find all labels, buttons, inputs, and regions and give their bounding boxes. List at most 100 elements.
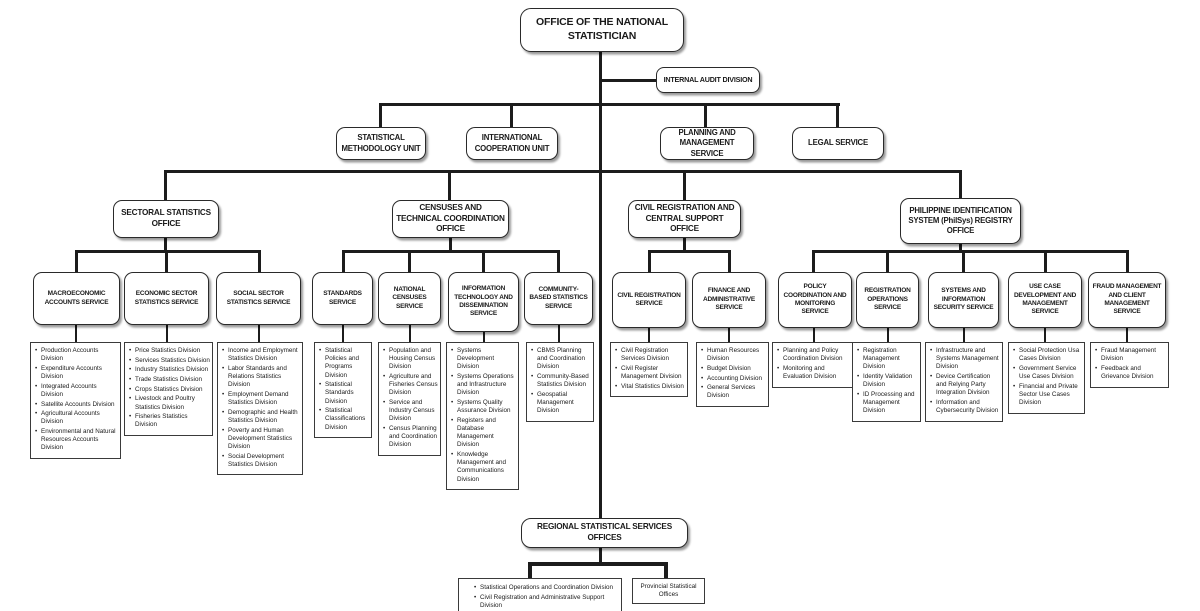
connector-line	[886, 250, 889, 272]
division-list-use-case: Social Protection Usa Cases DivisionGove…	[1008, 342, 1085, 414]
connector-line	[704, 103, 707, 127]
node-international-cooperation-unit: INTERNATIONAL COOPERATION UNIT	[466, 127, 558, 160]
connector-line	[648, 328, 650, 342]
list-item: Systems Quality Assurance Division	[450, 399, 516, 415]
connector-line	[963, 328, 965, 342]
division-list-community-based: CBMS Planning and Coordination DivisionC…	[526, 342, 594, 422]
connector-line	[812, 250, 815, 272]
node-label: REGISTRATION OPERATIONS SERVICE	[864, 287, 911, 312]
list-item: Statistical Classifications Division	[318, 407, 369, 432]
list-item: Geospatial Management Division	[530, 391, 591, 416]
connector-line	[379, 103, 840, 106]
node-label: OFFICE OF THE NATIONAL STATISTICIAN	[536, 16, 668, 42]
connector-line	[342, 325, 344, 342]
connector-line	[887, 328, 889, 342]
node-label: NATIONAL CENSUSES SERVICE	[392, 285, 427, 310]
list-item: Agricultural Accounts Division	[34, 410, 118, 426]
connector-line	[959, 244, 962, 252]
connector-line	[408, 250, 411, 272]
list-item: Income and Employment Statistics Divisio…	[221, 347, 300, 363]
connector-line	[164, 238, 167, 252]
list-item: Labor Standards and Relations Statistics…	[221, 365, 300, 390]
connector-line	[728, 250, 731, 272]
list-item: Community-Based Statistics Division	[530, 373, 591, 389]
connector-line	[75, 250, 261, 253]
connector-line	[664, 562, 668, 578]
list-item: Civil Registration and Administrative Su…	[473, 594, 617, 610]
node-label: SOCIAL SECTOR STATISTICS SERVICE	[226, 290, 291, 306]
division-list-social-sector: Income and Employment Statistics Divisio…	[217, 342, 303, 476]
node-label: STATISTICAL METHODOLOGY UNIT	[341, 133, 421, 153]
list-item: Expenditure Accounts Division	[34, 365, 118, 381]
node-label: PHILIPPINE IDENTIFICATION SYSTEM (PhilSy…	[908, 205, 1013, 236]
node-label: REGIONAL STATISTICAL SERVICES OFFICES	[537, 522, 672, 542]
list-item: Statistical Policies and Programs Divisi…	[318, 347, 369, 380]
node-national-censuses-service: NATIONAL CENSUSES SERVICE	[378, 272, 441, 325]
division-list-it-and-dissemination: Systems Development DivisionSystems Oper…	[446, 342, 519, 491]
division-list-civil-registration: Civil Registration Services DivisionCivi…	[610, 342, 688, 398]
node-censuses-and-technical-coordination-office: CENSUSES AND TECHNICAL COORDINATION OFFI…	[392, 200, 509, 238]
list-item: Social Protection Usa Cases Division	[1012, 347, 1082, 363]
node-label: FINANCE AND ADMINISTRATIVE SERVICE	[703, 287, 755, 312]
list-item: ID Processing and Management Division	[856, 391, 918, 416]
list-item: Production Accounts Division	[34, 347, 118, 363]
list-item: Employment Demand Statistics Division	[221, 391, 300, 407]
node-systems-and-information-security-service: SYSTEMS AND INFORMATION SECURITY SERVICE	[928, 272, 999, 328]
node-statistical-methodology-unit: STATISTICAL METHODOLOGY UNIT	[336, 127, 426, 160]
division-list-regional: Statistical Operations and Coordination …	[458, 578, 622, 611]
division-list: Population and Housing Census DivisionAg…	[382, 347, 438, 450]
connector-line	[449, 238, 452, 252]
node-provincial-statistical-offices: Provincial Statistical Offices	[632, 578, 705, 604]
connector-line	[836, 103, 839, 127]
connector-line	[342, 250, 345, 272]
division-list-standards: Statistical Policies and Programs Divisi…	[314, 342, 372, 439]
connector-line	[258, 250, 261, 272]
division-list-finance-administrative: Human Resources DivisionBudget DivisionA…	[696, 342, 769, 408]
connector-line	[557, 250, 560, 272]
list-item: Fraud Management Division	[1094, 347, 1166, 363]
list-item: Device Certification and Relying Party I…	[929, 373, 1000, 398]
list-item: Registers and Database Management Divisi…	[450, 417, 516, 450]
node-label: SECTORAL STATISTICS OFFICE	[121, 208, 211, 228]
division-list: Civil Registration Services DivisionCivi…	[614, 347, 685, 391]
list-item: Planning and Policy Coordination Divisio…	[776, 347, 854, 363]
node-internal-audit-division: INTERNAL AUDIT DIVISION	[656, 67, 760, 93]
list-item: Industry Statistics Division	[128, 366, 210, 374]
connector-line	[1044, 328, 1046, 342]
connector-line	[812, 250, 1129, 253]
node-economic-sector-statistics-service: ECONOMIC SECTOR STATISTICS SERVICE	[124, 272, 209, 325]
list-item: Poverty and Human Development Statistics…	[221, 427, 300, 452]
division-list: Human Resources DivisionBudget DivisionA…	[700, 347, 766, 401]
connector-line	[510, 103, 513, 127]
division-list-fraud-management: Fraud Management DivisionFeedback and Gr…	[1090, 342, 1169, 388]
node-label: ECONOMIC SECTOR STATISTICS SERVICE	[134, 290, 199, 306]
list-item: General Services Division	[700, 384, 766, 400]
division-list: Registration Management DivisionIdentity…	[856, 347, 918, 415]
connector-line	[166, 325, 168, 342]
node-label: INTERNATIONAL COOPERATION UNIT	[474, 133, 550, 153]
list-item: Civil Register Management Division	[614, 365, 685, 381]
node-community-based-statistics-service: COMMUNITY-BASED STATISTICS SERVICE	[524, 272, 593, 325]
connector-line	[599, 548, 602, 566]
division-list: Social Protection Usa Cases DivisionGove…	[1012, 347, 1082, 407]
node-label: CENSUSES AND TECHNICAL COORDINATION OFFI…	[396, 203, 505, 234]
connector-line	[75, 325, 77, 342]
node-label: Provincial Statistical Offices	[640, 582, 697, 599]
node-label: CIVIL REGISTRATION AND CENTRAL SUPPORT O…	[634, 203, 735, 234]
node-label: PLANNING AND MANAGEMENT SERVICE	[678, 128, 736, 158]
division-list-systems-information-security: Infrastructure and Systems Management Di…	[925, 342, 1003, 422]
node-use-case-development-and-management-service: USE CASE DEVELOPMENT AND MANAGEMENT SERV…	[1008, 272, 1082, 328]
list-item: Information and Cybersecurity Division	[929, 399, 1000, 415]
node-label: POLICY COORDINATION AND MONITORING SERVI…	[783, 283, 847, 316]
connector-line	[558, 325, 560, 342]
division-list: CBMS Planning and Coordination DivisionC…	[530, 347, 591, 415]
node-label: MACROECONOMIC ACCOUNTS SERVICE	[44, 290, 109, 306]
list-item: Census Planning and Coordination Divisio…	[382, 425, 438, 450]
list-item: Price Statistics Division	[128, 347, 210, 355]
connector-line	[528, 562, 668, 566]
list-item: Fisheries Statistics Division	[128, 413, 210, 429]
list-item: Financial and Private Sector Use Cases D…	[1012, 383, 1082, 408]
connector-line	[164, 170, 962, 173]
connector-line	[482, 250, 485, 272]
node-legal-service: LEGAL SERVICE	[792, 127, 884, 160]
